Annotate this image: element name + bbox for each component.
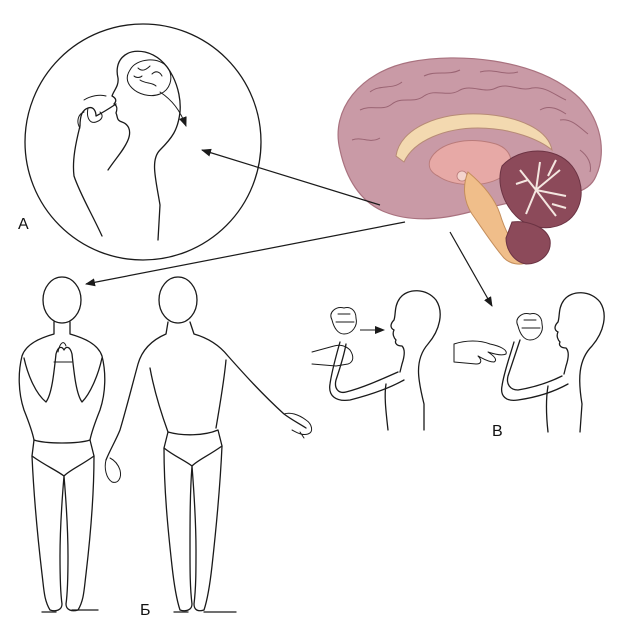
arrow-to-panel-b xyxy=(85,221,406,287)
brain-gyri xyxy=(351,69,591,173)
panel-a-inner-arrow xyxy=(159,91,187,127)
panel-label-c: В xyxy=(492,423,503,440)
arrow-to-panel-c xyxy=(449,231,493,307)
panel-b-figure-front xyxy=(18,276,106,613)
panel-label-b: Б xyxy=(140,602,151,619)
panel-c-figure-right xyxy=(500,292,605,433)
brain-corpus-callosum xyxy=(395,113,553,163)
brain-medulla-lobe xyxy=(505,221,551,265)
panel-a-arm xyxy=(72,103,117,237)
arrow-to-panel-a xyxy=(201,148,381,206)
panel-label-a: А xyxy=(18,216,29,233)
panel-a-hand xyxy=(77,94,107,129)
panel-b-figure-arm-out xyxy=(104,276,313,613)
panel-c-open-hand xyxy=(453,340,507,365)
brain-stem xyxy=(464,171,529,265)
panel-a-brain xyxy=(126,59,172,97)
panel-a-circle xyxy=(24,23,262,261)
panel-a-circle-figure xyxy=(24,23,262,261)
brain-sagittal-section xyxy=(337,57,602,265)
panel-a-head xyxy=(107,50,181,241)
panel-c-figure-left xyxy=(311,290,441,431)
brain-cerebellum-arbor xyxy=(515,159,567,217)
